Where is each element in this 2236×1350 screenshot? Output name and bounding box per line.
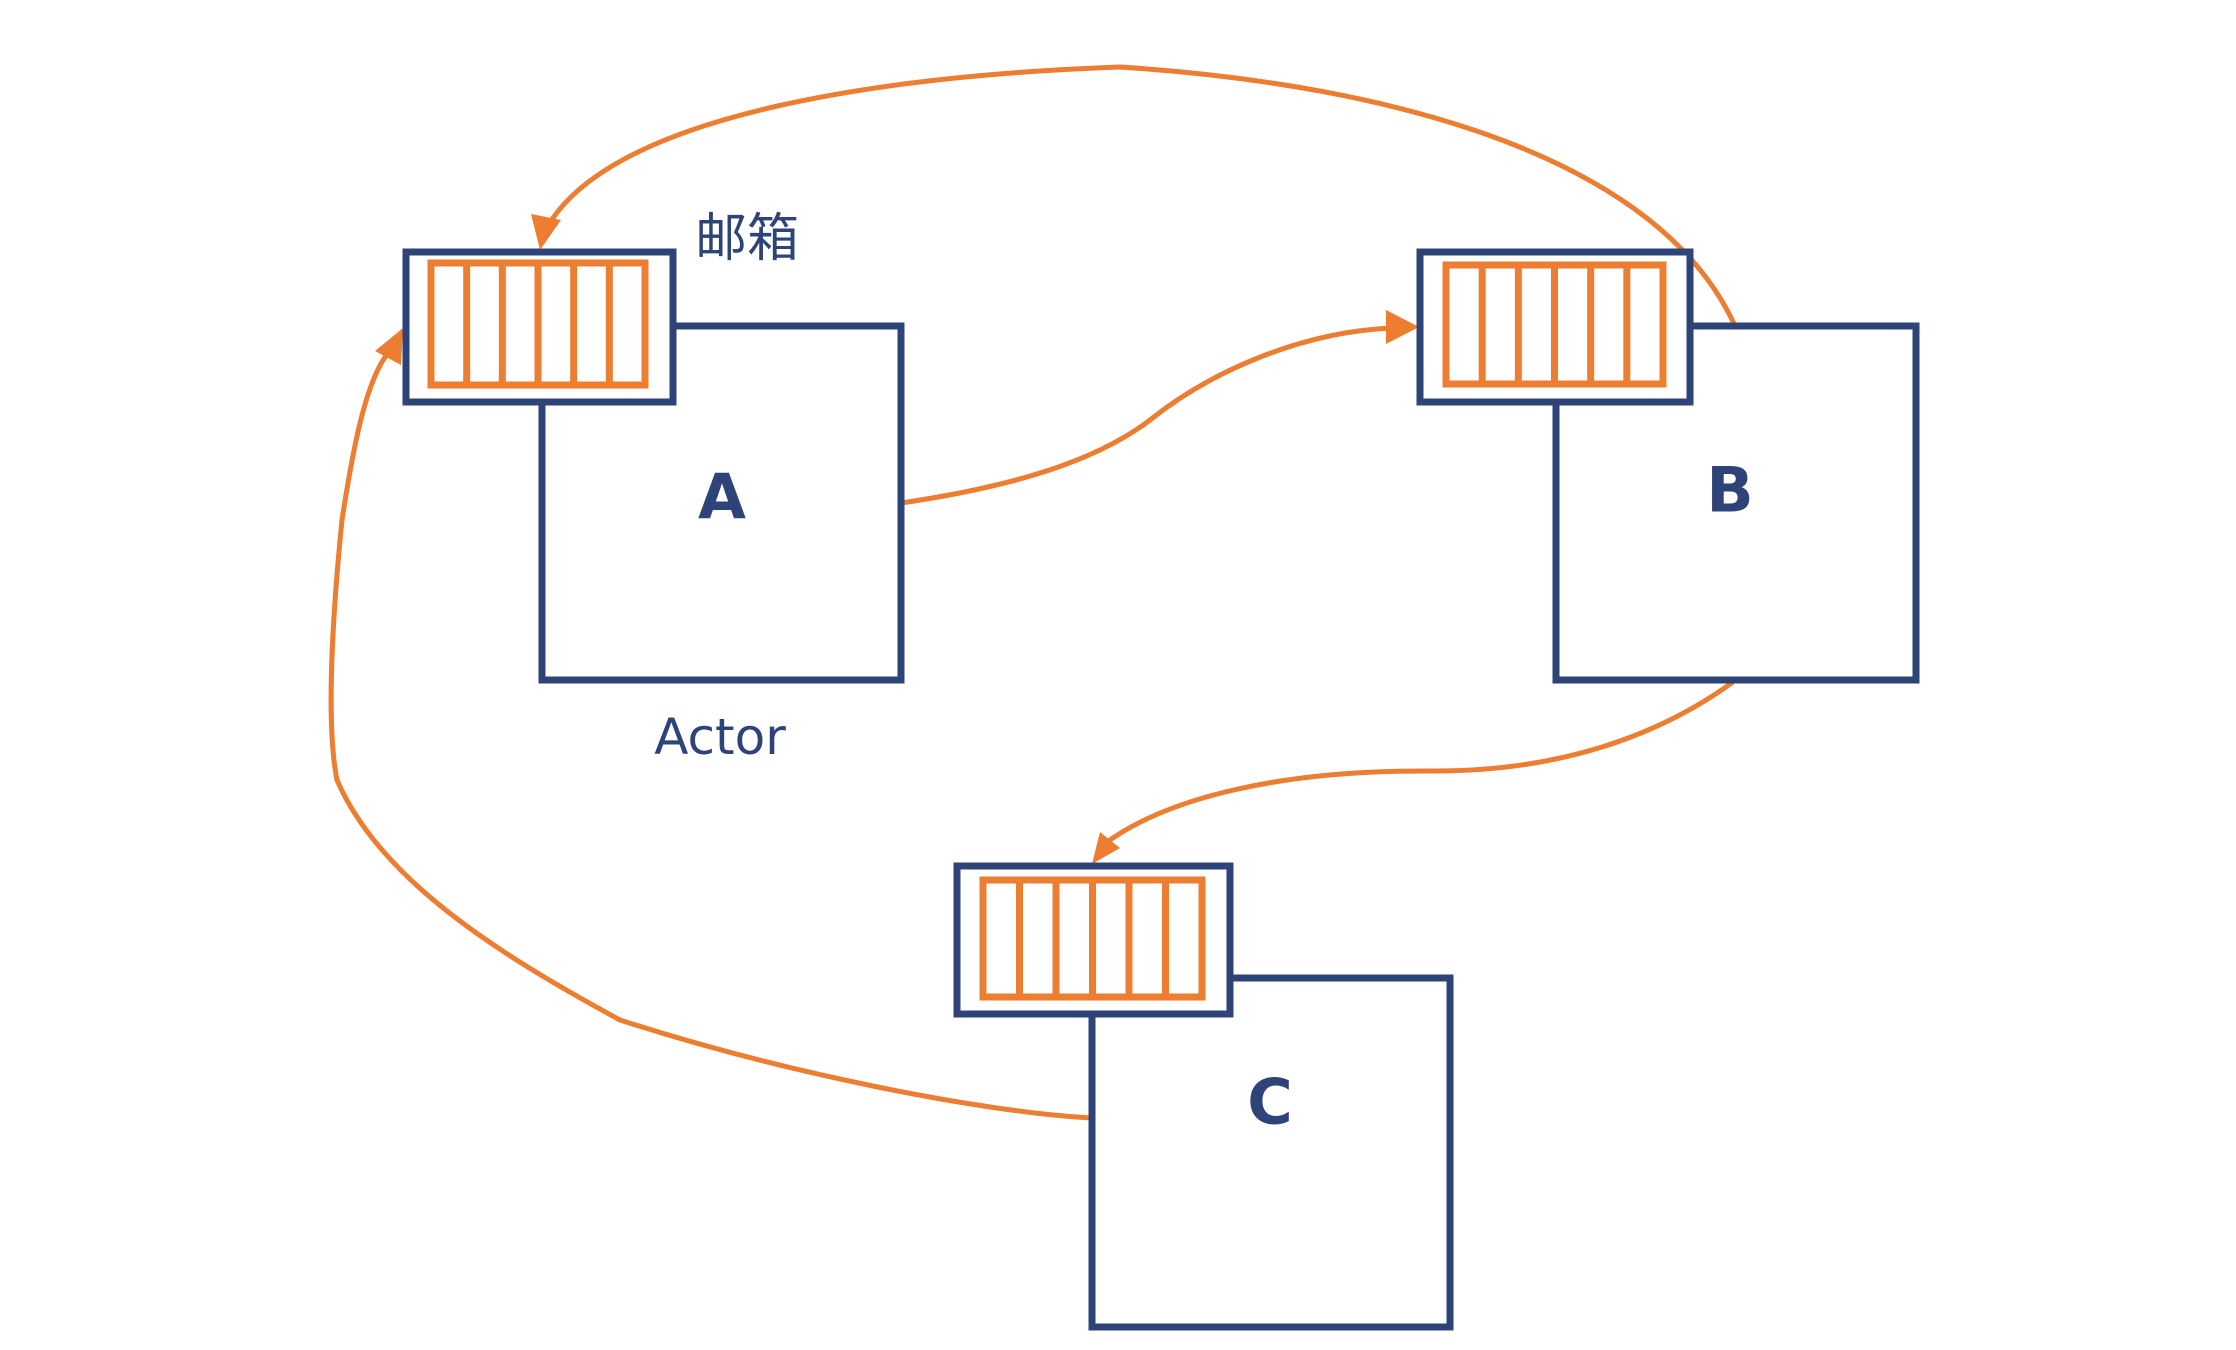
edge-c-to-a — [328, 328, 1093, 1121]
edge-b-to-c-arrowhead-icon — [1092, 832, 1120, 864]
actor-annotation-label: Actor — [654, 708, 786, 766]
edge-b-to-a — [531, 64, 1738, 328]
edge-b-to-c-path — [1101, 679, 1735, 847]
actor-b-mailbox-slots-icon — [1442, 261, 1667, 388]
edge-a-to-b-path — [900, 325, 1393, 506]
edge-a-to-b — [900, 310, 1419, 506]
actor-c-label: C — [1247, 1066, 1293, 1139]
actor-node-b: B — [1416, 248, 1920, 684]
actor-a-mailbox-slots-icon — [427, 259, 649, 389]
actor-node-a: A — [402, 248, 905, 684]
edge-b-to-a-path — [546, 64, 1738, 328]
edge-c-to-a-path — [328, 350, 1093, 1121]
actor-c-box — [1088, 974, 1454, 1331]
edge-b-to-a-arrowhead-icon — [531, 214, 561, 250]
actor-a-label: A — [698, 461, 746, 534]
actor-node-c: C — [953, 862, 1454, 1331]
actor-c-mailbox-slots-icon — [979, 876, 1206, 1001]
mailbox-annotation-label: 邮箱 — [695, 209, 799, 269]
edge-b-to-c — [1092, 679, 1735, 864]
edge-a-to-b-arrowhead-icon — [1386, 310, 1419, 344]
edge-c-to-a-arrowhead-icon — [375, 328, 403, 365]
actor-b-label: B — [1706, 454, 1753, 527]
